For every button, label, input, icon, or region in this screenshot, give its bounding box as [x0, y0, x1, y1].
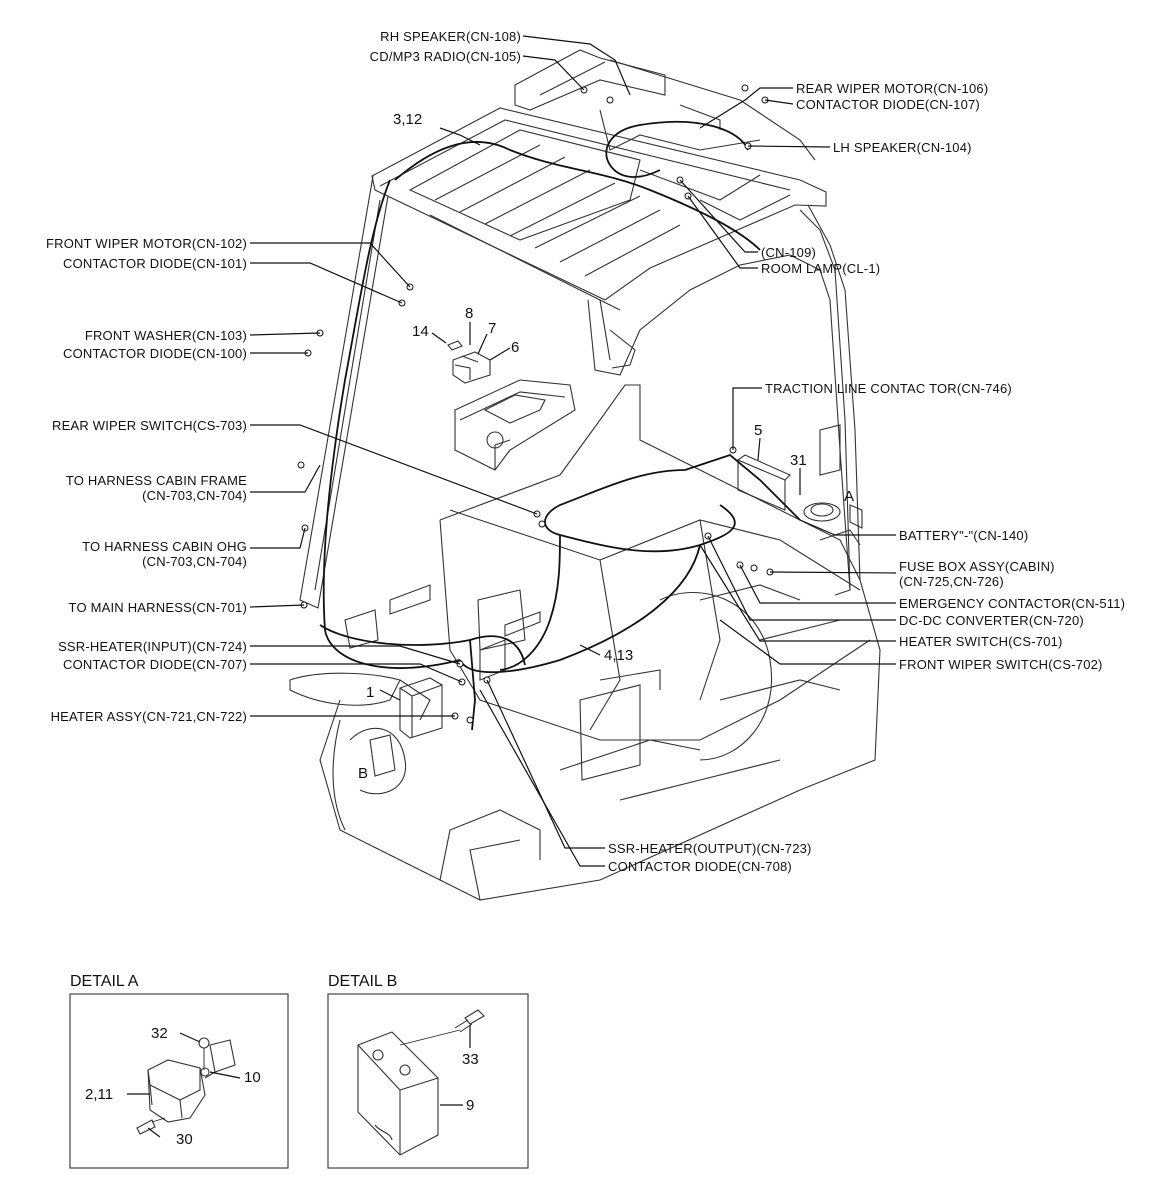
label-front-wiper-motor: FRONT WIPER MOTOR(CN-102) — [46, 236, 247, 251]
dash-console — [454, 379, 576, 471]
detail-b-part-9: 9 — [466, 1097, 474, 1114]
leader-lines — [249, 35, 897, 867]
label-heater-switch: HEATER SWITCH(CS-701) — [899, 634, 1063, 649]
detail-a-part-32: 32 — [151, 1025, 168, 1042]
label-lh-speaker: LH SPEAKER(CN-104) — [833, 140, 972, 155]
part-7: 7 — [488, 320, 496, 337]
heater-assy-1 — [399, 677, 443, 739]
part-31: 31 — [790, 452, 807, 469]
label-dc-dc-converter: DC-DC CONVERTER(CN-720) — [899, 613, 1084, 628]
label-to-harness-cabin-ohg-sub: (CN-703,CN-704) — [142, 554, 247, 569]
detail-a-box — [69, 993, 289, 1169]
label-to-main-harness: TO MAIN HARNESS(CN-701) — [69, 600, 247, 615]
part-6: 6 — [511, 339, 519, 356]
detail-a-part-10: 10 — [244, 1069, 261, 1086]
label-contactor-diode-100: CONTACTOR DIODE(CN-100) — [63, 346, 247, 361]
label-rear-wiper-switch: REAR WIPER SWITCH(CS-703) — [52, 418, 247, 433]
part-1: 1 — [366, 684, 374, 701]
label-rh-speaker: RH SPEAKER(CN-108) — [380, 29, 521, 44]
contactor-box-5 — [737, 454, 791, 511]
label-battery: BATTERY"-"(CN-140) — [899, 528, 1028, 543]
truck-body — [289, 384, 881, 901]
part-A: A — [844, 488, 854, 505]
label-contactor-diode-707: CONTACTOR DIODE(CN-707) — [63, 657, 247, 672]
part-4-13: 4,13 — [604, 647, 633, 664]
detail-b-part-33: 33 — [462, 1051, 479, 1068]
cabin-pillars — [299, 175, 861, 609]
label-contactor-diode-101: CONTACTOR DIODE(CN-101) — [63, 256, 247, 271]
battery-terminal-a — [803, 502, 863, 529]
part-14: 14 — [412, 323, 429, 340]
detail-a: DETAIL A 32 10 2,11 30 — [69, 973, 289, 1169]
detail-a-part-30: 30 — [176, 1131, 193, 1148]
part-B: B — [358, 765, 368, 782]
part-numbers: 3,12 8 14 7 6 5 31 A 4,13 1 B — [358, 111, 854, 782]
label-contactor-diode-107: CONTACTOR DIODE(CN-107) — [796, 97, 980, 112]
label-cd-radio: CD/MP3 RADIO(CN-105) — [370, 49, 521, 64]
label-contactor-diode-708: CONTACTOR DIODE(CN-708) — [608, 859, 792, 874]
label-room-lamp: ROOM LAMP(CL-1) — [761, 261, 880, 276]
part-5: 5 — [754, 422, 762, 439]
detail-a-part-2-11: 2,11 — [85, 1086, 113, 1103]
label-emergency-contactor: EMERGENCY CONTACTOR(CN-511) — [899, 596, 1125, 611]
detail-b-title: DETAIL B — [328, 973, 397, 990]
label-rear-wiper-motor: REAR WIPER MOTOR(CN-106) — [796, 81, 988, 96]
label-to-harness-cabin-frame: TO HARNESS CABIN FRAME — [66, 473, 247, 488]
label-front-washer: FRONT WASHER(CN-103) — [85, 328, 247, 343]
label-fuse-box-sub: (CN-725,CN-726) — [899, 574, 1004, 589]
label-to-harness-cabin-ohg: TO HARNESS CABIN OHG — [82, 539, 247, 554]
harness-routes — [319, 120, 801, 731]
label-fuse-box: FUSE BOX ASSY(CABIN) — [899, 559, 1055, 574]
part-3-12: 3,12 — [393, 111, 422, 128]
label-cn109: (CN-109) — [761, 245, 816, 260]
label-heater-assy: HEATER ASSY(CN-721,CN-722) — [51, 709, 247, 724]
detail-b: DETAIL B 33 9 — [327, 973, 529, 1169]
callout-labels: RH SPEAKER(CN-108) CD/MP3 RADIO(CN-105) … — [46, 29, 1125, 874]
label-traction-line: TRACTION LINE CONTAC TOR(CN-746) — [765, 381, 1012, 396]
detail-a-title: DETAIL A — [70, 973, 139, 990]
label-ssr-heater-output: SSR-HEATER(OUTPUT)(CN-723) — [608, 841, 812, 856]
switch-block — [447, 340, 491, 384]
part-8: 8 — [465, 305, 473, 322]
label-front-wiper-switch: FRONT WIPER SWITCH(CS-702) — [899, 657, 1103, 672]
detail-b-box — [327, 993, 529, 1169]
connector-dots — [297, 84, 774, 724]
label-to-harness-cabin-frame-sub: (CN-703,CN-704) — [142, 488, 247, 503]
label-ssr-heater-input: SSR-HEATER(INPUT)(CN-724) — [58, 639, 247, 654]
